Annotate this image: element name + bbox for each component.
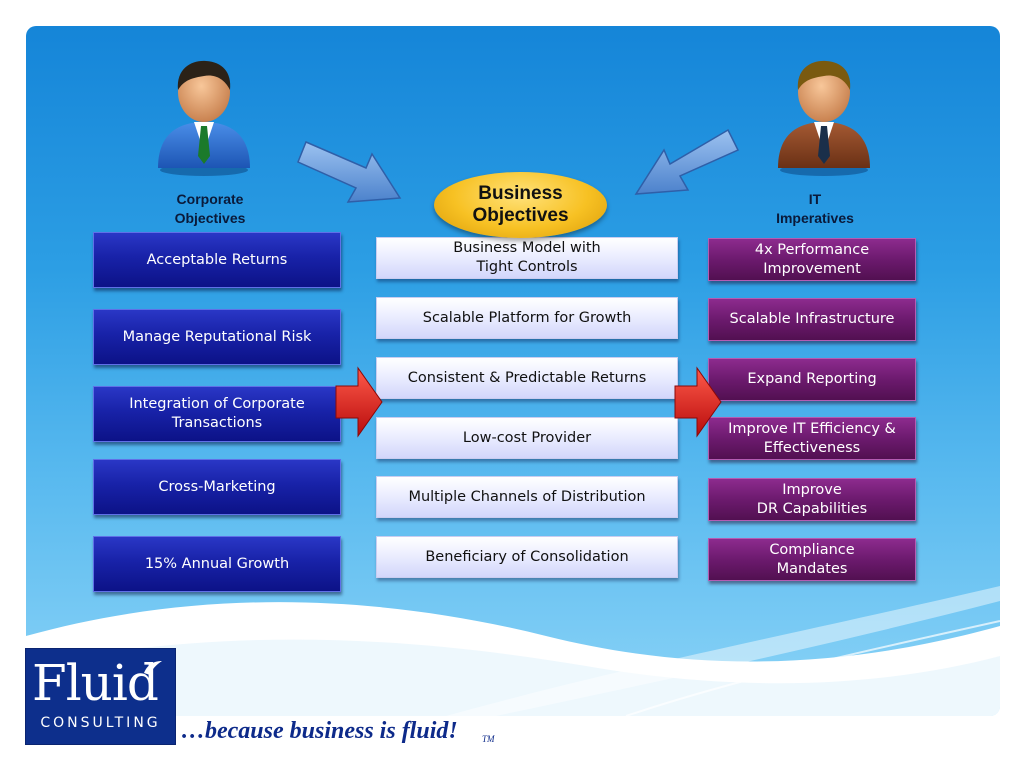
business-objective-low-cost-provider: Low-cost Provider (376, 417, 678, 459)
logo-subtitle: CONSULTING (40, 715, 161, 731)
blue-arrow-down-left-icon (634, 128, 740, 195)
red-arrow-right-icon (674, 366, 722, 438)
business-person-brown-suit-icon (778, 60, 870, 176)
corporate-objective-acceptable-returns: Acceptable Returns (93, 232, 341, 288)
it-imperatives-label: IT Imperatives (776, 191, 854, 226)
background-waves (26, 586, 1000, 716)
blue-arrow-down-right-icon (297, 141, 402, 203)
business-objective-scalable-platform: Scalable Platform for Growth (376, 297, 678, 339)
it-imperative-scalable-infrastructure: Scalable Infrastructure (708, 298, 916, 341)
red-arrow-right-icon (335, 366, 383, 438)
corporate-objective-annual-growth: 15% Annual Growth (93, 536, 341, 592)
it-imperative-efficiency: Improve IT Efficiency & Effectiveness (708, 417, 916, 460)
fluid-consulting-logo: Fluid CONSULTING (25, 648, 176, 745)
business-objectives-title: Business Objectives (434, 172, 607, 238)
business-objective-consistent-returns: Consistent & Predictable Returns (376, 357, 678, 399)
tagline: …because business is fluid! (181, 718, 458, 744)
it-imperative-performance: 4x Performance Improvement (708, 238, 916, 281)
corporate-objective-cross-marketing: Cross-Marketing (93, 459, 341, 515)
logo-drop-icon (144, 661, 162, 675)
logo-wordmark: Fluid (32, 654, 159, 712)
it-imperative-expand-reporting: Expand Reporting (708, 358, 916, 401)
it-imperative-compliance: Compliance Mandates (708, 538, 916, 581)
corporate-objective-integration: Integration of Corporate Transactions (93, 386, 341, 442)
business-objective-consolidation: Beneficiary of Consolidation (376, 536, 678, 578)
it-imperative-dr-capabilities: Improve DR Capabilities (708, 478, 916, 521)
business-objective-multiple-channels: Multiple Channels of Distribution (376, 476, 678, 518)
corporate-objectives-label: Corporate Objectives (174, 191, 246, 226)
business-objective-tight-controls: Business Model with Tight Controls (376, 237, 678, 279)
trademark-mark: TM (482, 734, 495, 744)
business-person-blue-suit-icon (158, 60, 250, 176)
corporate-objective-reputational-risk: Manage Reputational Risk (93, 309, 341, 365)
